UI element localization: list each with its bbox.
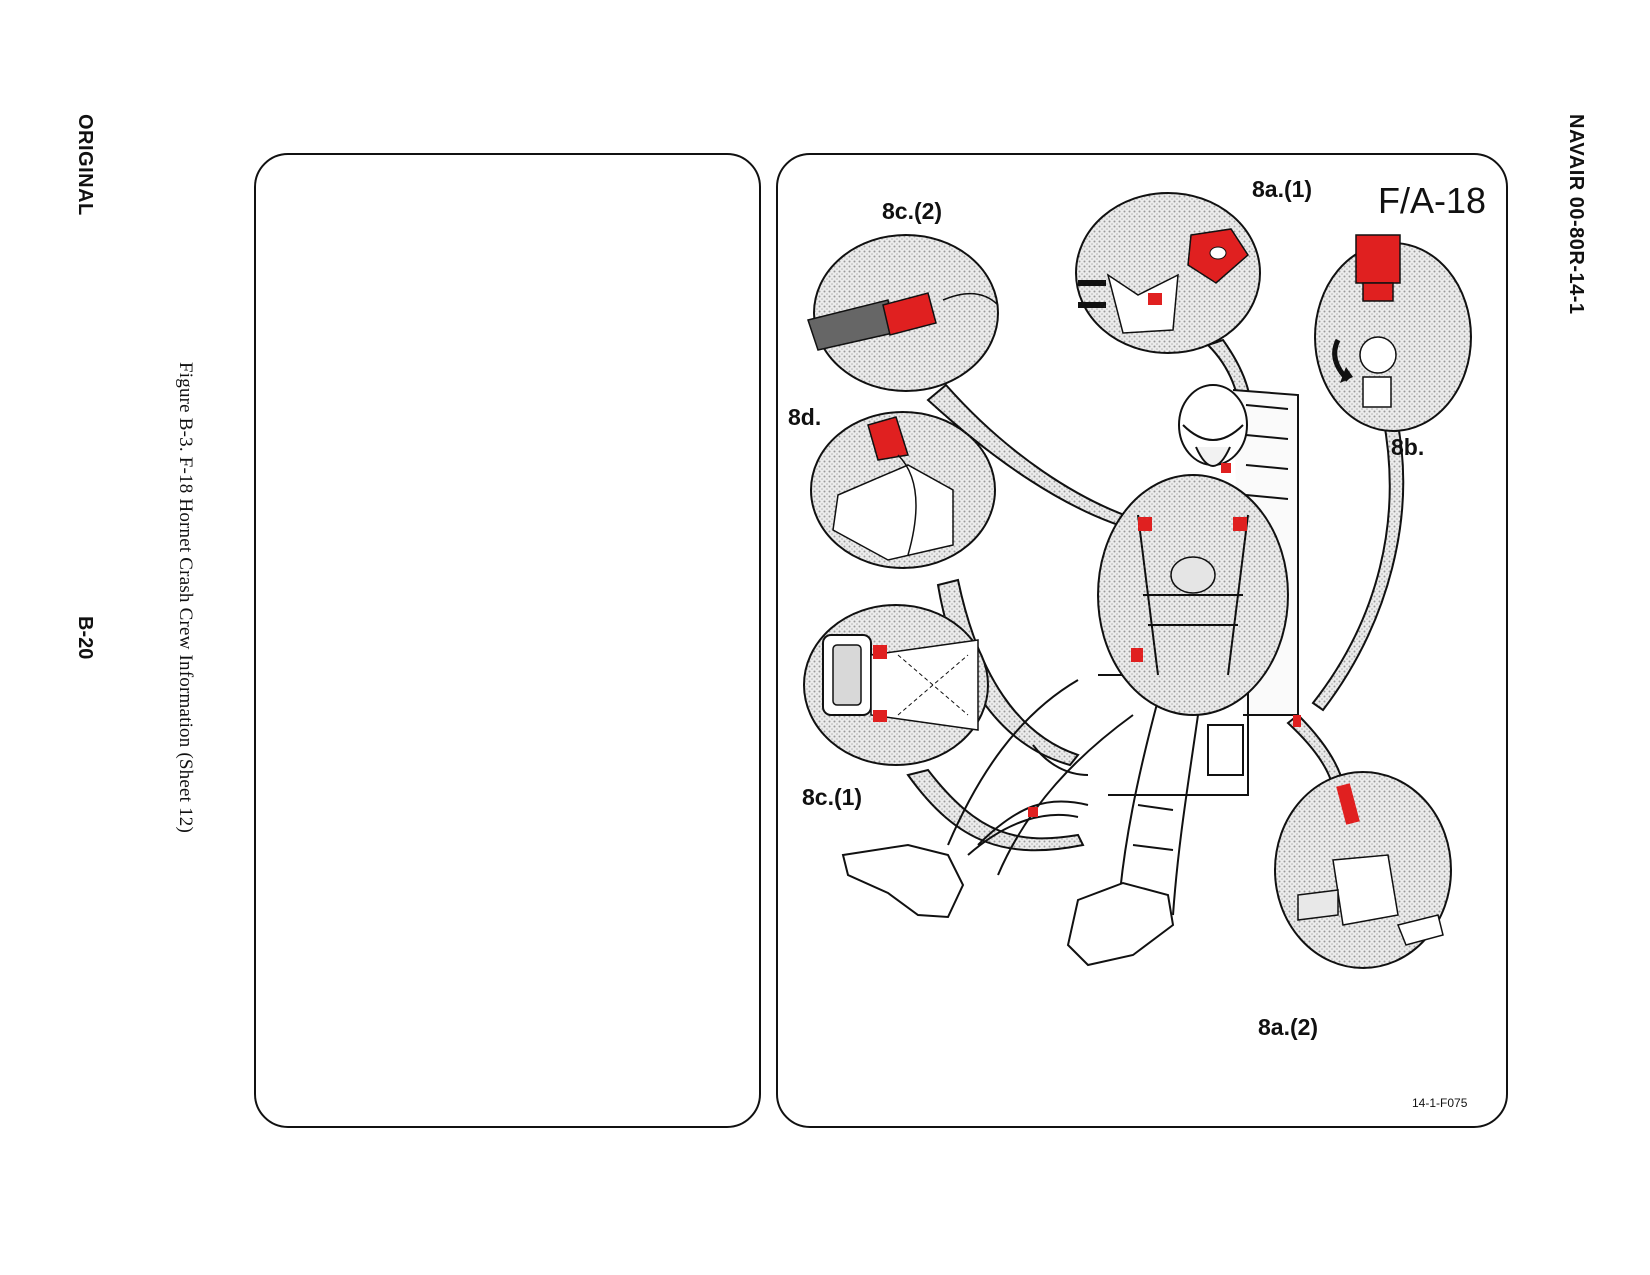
status-marking: ORIGINAL	[74, 114, 96, 216]
figure-code: 14-1-F075	[1412, 1096, 1468, 1110]
callout-8a2: 8a.(2)	[1258, 1014, 1318, 1040]
aircraft-label: F/A-18	[1378, 180, 1486, 221]
detail-8c2	[807, 234, 999, 392]
callout-8c2: 8c.(2)	[882, 198, 942, 224]
document-id: NAVAIR 00-80R-14-1	[1565, 114, 1587, 315]
detail-8a1	[1075, 192, 1261, 354]
crash-crew-illustration: 8c.(2) 8a.(1) F/A-18 8b. 8d. 8c.(1) 8a.(…	[788, 176, 1486, 1110]
figure-caption: Figure B-3. F-18 Hornet Crash Crew Infor…	[175, 362, 196, 834]
detail-8a2	[1274, 771, 1452, 969]
detail-8b	[1314, 234, 1472, 432]
callout-8b: 8b.	[1391, 434, 1424, 460]
callout-8d: 8d.	[788, 404, 821, 430]
torso-inset	[1028, 463, 1301, 817]
leader-8b	[1311, 413, 1405, 712]
blank-panel	[254, 153, 761, 1128]
detail-8d	[810, 411, 996, 569]
callout-8a1: 8a.(1)	[1252, 176, 1312, 202]
callout-8c1: 8c.(1)	[802, 784, 862, 810]
detail-8c1	[803, 604, 989, 766]
illustration-panel: 8c.(2) 8a.(1) F/A-18 8b. 8d. 8c.(1) 8a.(…	[776, 153, 1508, 1128]
page-number: B-20	[74, 616, 96, 660]
